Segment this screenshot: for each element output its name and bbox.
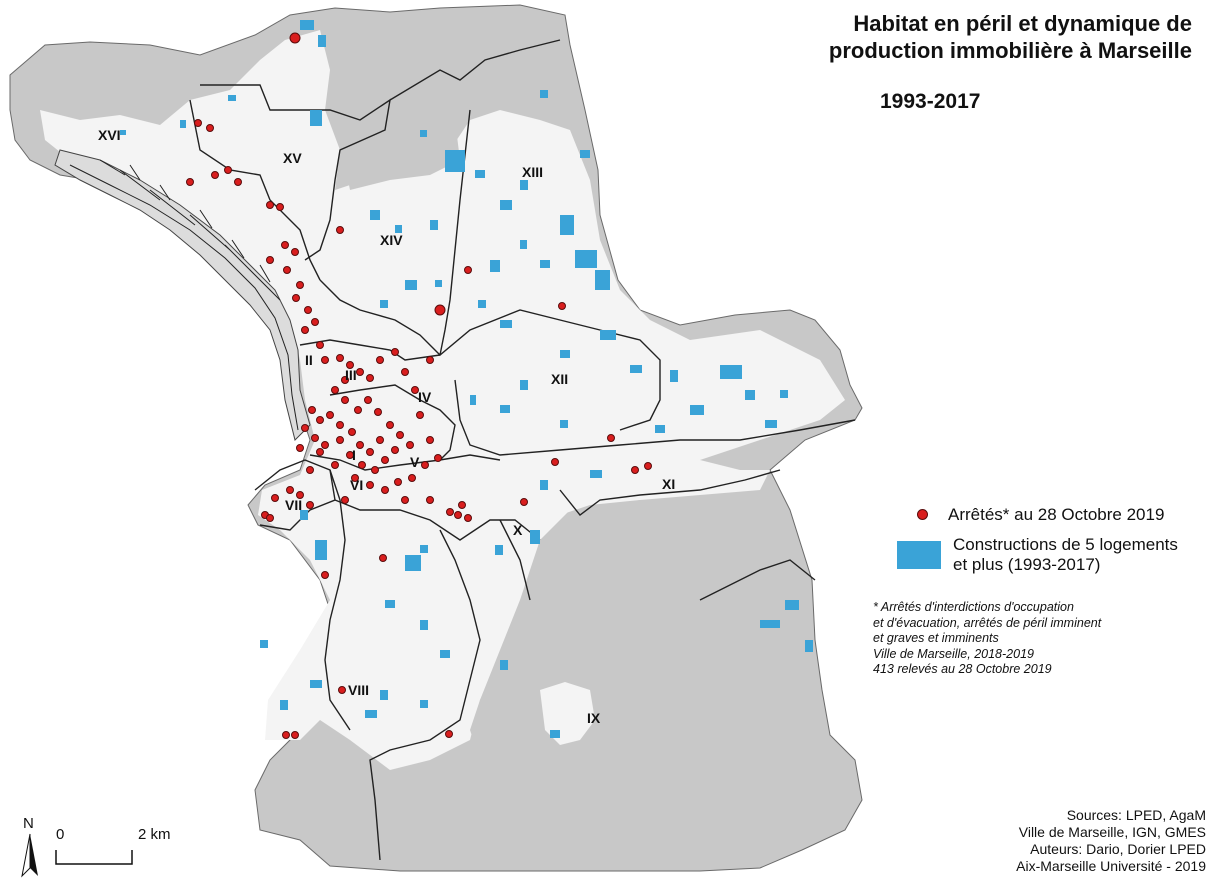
label-ii: II <box>305 352 313 368</box>
legend-label-constructions: Constructions de 5 logements et plus (19… <box>953 535 1178 575</box>
label-xiii: XIII <box>522 164 543 180</box>
footnote-line1: * Arrêtés d'interdictions d'occupation <box>873 600 1074 614</box>
footnote-line5: 413 relevés au 28 Octobre 2019 <box>873 662 1052 676</box>
label-viii: VIII <box>348 682 369 698</box>
label-iii: III <box>345 367 357 383</box>
red-dot-icon <box>917 509 928 520</box>
label-x: X <box>513 522 523 538</box>
port-area <box>54 149 311 441</box>
label-vi: VI <box>350 477 363 493</box>
scale-end-label: 2 km <box>138 826 171 843</box>
map-title: Habitat en péril et dynamique de product… <box>722 10 1192 64</box>
sources-line4: Aix-Marseille Université - 2019 <box>1016 858 1206 874</box>
sources-line1: Sources: LPED, AgaM <box>1066 807 1206 823</box>
label-v: V <box>410 454 420 470</box>
urban-area <box>40 30 845 770</box>
north-label: N <box>23 815 34 832</box>
map-title-line1: Habitat en péril et dynamique de <box>853 11 1192 36</box>
arrondissement-boundaries <box>189 39 856 861</box>
legend-constructions-line2: et plus (1993-2017) <box>953 555 1101 574</box>
port-quays <box>69 159 299 431</box>
arretes-points <box>186 32 652 739</box>
label-xi: XI <box>662 476 675 492</box>
hill-area-ix <box>470 620 830 800</box>
label-iv: IV <box>418 389 432 405</box>
sources-credits: Sources: LPED, AgaM Ville de Marseille, … <box>946 807 1206 881</box>
sources-line3: Auteurs: Dario, Dorier LPED <box>1030 841 1206 857</box>
label-xii: XII <box>551 371 568 387</box>
sources-line2: Ville de Marseille, IGN, GMES <box>1018 824 1206 840</box>
label-i: I <box>352 447 356 463</box>
hill-area-north <box>340 95 460 190</box>
label-xv: XV <box>283 150 302 166</box>
map-canvas: XVI XV XIV XIII XII III II IV I V VI VII… <box>9 4 863 872</box>
legend: Arrêtés* au 28 Octobre 2019 Construction… <box>897 505 1205 585</box>
map-period: 1993-2017 <box>880 90 981 113</box>
scale-bar: 0 2 km <box>52 822 212 872</box>
label-xvi: XVI <box>98 127 121 143</box>
footnote-line3: et graves et imminents <box>873 631 999 645</box>
legend-item-constructions: Constructions de 5 logements et plus (19… <box>897 535 1205 575</box>
label-ix: IX <box>587 710 601 726</box>
label-xiv: XIV <box>380 232 403 248</box>
footnote-line2: et d'évacuation, arrêtés de péril immine… <box>873 615 1102 630</box>
label-vii: VII <box>285 497 302 513</box>
construction-patches <box>120 20 813 738</box>
footnote-line4: Ville de Marseille, 2018-2019 <box>873 646 1034 661</box>
map-title-line2: production immobilière à Marseille <box>828 38 1192 63</box>
scale-start-label: 0 <box>56 826 65 843</box>
urban-area-east <box>510 445 770 520</box>
legend-constructions-line1: Constructions de 5 logements <box>953 535 1178 554</box>
legend-item-arretes: Arrêtés* au 28 Octobre 2019 <box>905 505 1205 525</box>
north-arrow-icon: N <box>21 815 38 878</box>
arrondissement-labels: XVI XV XIV XIII XII III II IV I V VI VII… <box>98 127 675 726</box>
clearing-ix <box>540 682 595 745</box>
legend-label-arretes: Arrêtés* au 28 Octobre 2019 <box>948 505 1165 524</box>
footnote: * Arrêtés d'interdictions d'occupation e… <box>873 600 1193 678</box>
hill-area-xi <box>560 500 700 610</box>
scale-line <box>55 850 133 865</box>
blue-rect-icon <box>897 541 941 569</box>
